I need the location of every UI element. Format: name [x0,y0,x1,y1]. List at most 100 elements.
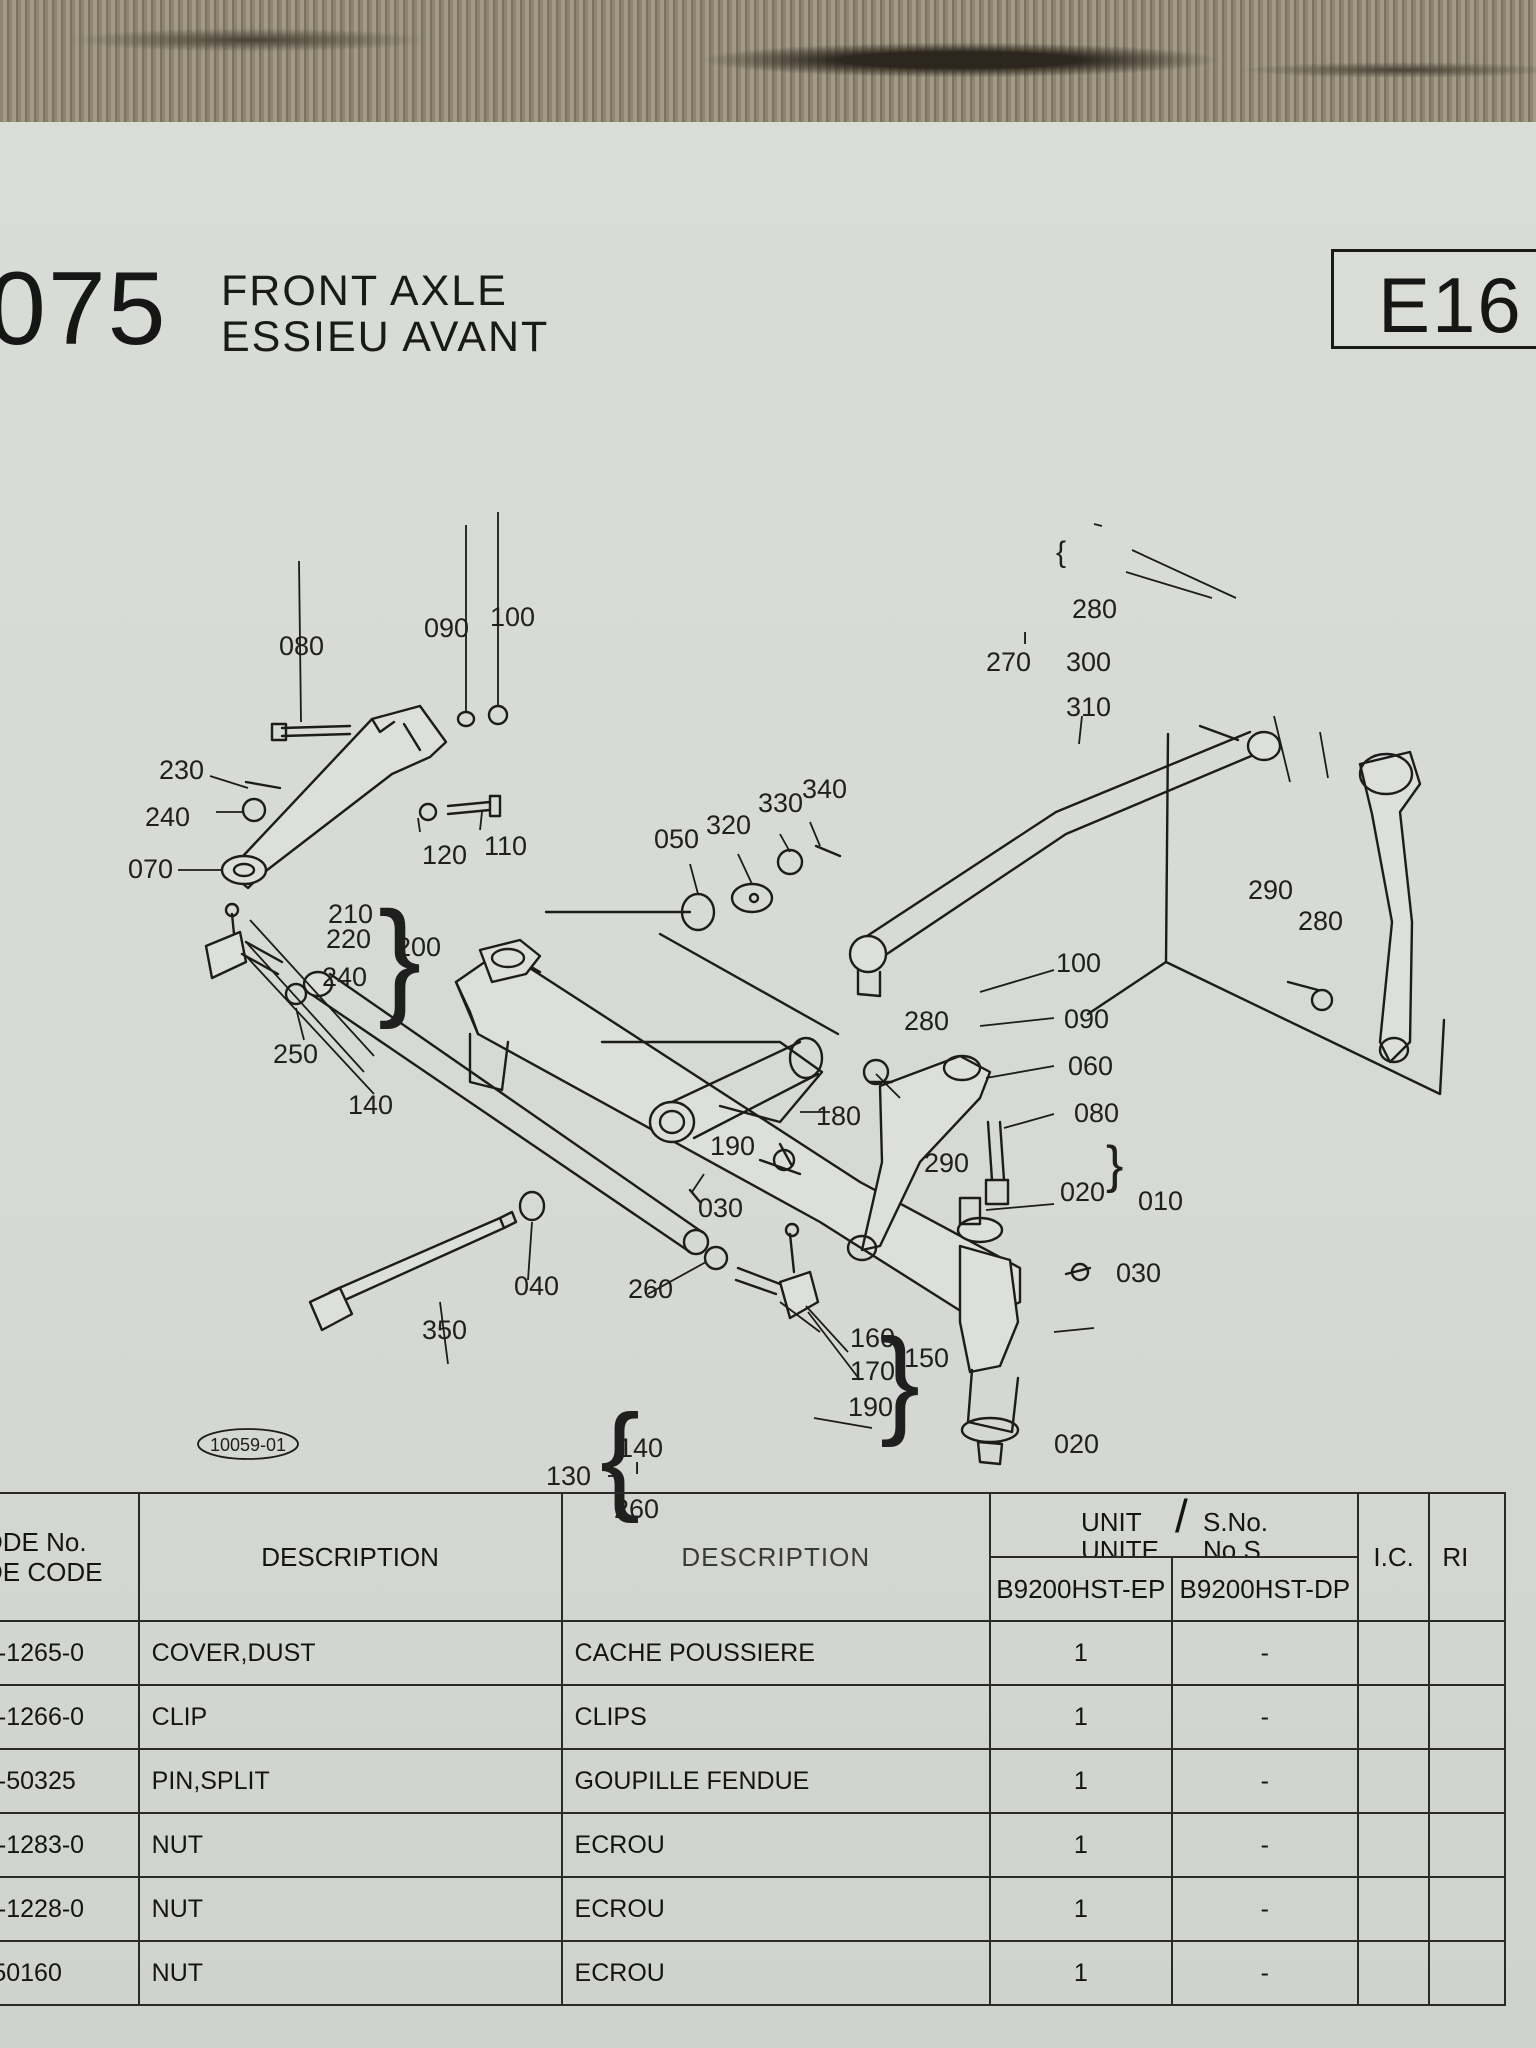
section-code-box: E16 [1331,249,1536,349]
qty-ep: 1 [988,1940,1173,2006]
callout-040: 040 [514,1271,559,1301]
table-header-row: DDE No. DE CODE DESCRIPTION DESCRIPTION … [0,1492,1506,1622]
part-code: 0-1265-0 [0,1620,140,1686]
callout-310: 310 [1066,692,1111,722]
drawing-id: 10059-01 [210,1435,286,1455]
part-description-fr: ECROU [560,1876,991,1942]
part-description-fr: ECROU [560,1940,991,2006]
callout-250: 250 [273,1039,318,1069]
callout-030: 030 [1116,1258,1161,1288]
callout-030: 030 [698,1193,743,1223]
callout-020: 020 [1054,1429,1099,1459]
catalog-page: 075 FRONT AXLE ESSIEU AVANT E16 [0,122,1536,2048]
callout-280: 280 [904,1006,949,1036]
part-description-en: NUT [137,1812,563,1878]
callout-290: 290 [1248,875,1293,905]
qty-dp: - [1170,1812,1359,1878]
svg-text:}: } [378,884,421,1030]
callout-010: 010 [1138,1186,1183,1216]
callout-240: 240 [145,802,190,832]
callout-140: 140 [618,1433,663,1463]
column-header-description-fr: DESCRIPTION [560,1492,991,1622]
leader-lines [178,512,1329,1477]
part-description-fr: GOUPILLE FENDUE [560,1748,991,1814]
qty-dp: - [1170,1684,1359,1750]
callout-130: 130 [546,1461,591,1491]
callout-300: 300 [1066,647,1111,677]
ic-cell [1356,1940,1431,2006]
column-header-description-en: DESCRIPTION [137,1492,563,1622]
table-row: 0-1266-0 CLIP CLIPS 1 - [0,1684,1506,1750]
unit-label: UNIT [1080,1507,1142,1537]
part-code: 0-1228-0 [0,1876,140,1942]
unit-header-text: UNIT UNITE [1080,1507,1159,1555]
table-row: 1-50325 PIN,SPLIT GOUPILLE FENDUE 1 - [0,1748,1506,1814]
callout-080: 080 [279,631,324,661]
callout-270: 270 [986,647,1031,677]
nos-label: No.S. [1202,1535,1269,1557]
callout-110: 110 [484,831,527,861]
parts-list-table: DDE No. DE CODE DESCRIPTION DESCRIPTION … [0,1492,1506,2006]
callout-230: 230 [159,755,204,785]
remarks-cell [1428,1812,1506,1878]
callout-260: 260 [628,1274,673,1304]
part-description-en: PIN,SPLIT [137,1748,563,1814]
callout-190: 190 [848,1392,893,1422]
qty-dp: - [1170,1940,1359,2006]
ic-cell [1356,1876,1431,1942]
part-description-fr: CLIPS [560,1684,991,1750]
part-description-en: COVER,DUST [137,1620,563,1686]
callout-280: 280 [1298,906,1343,936]
qty-dp: - [1170,1620,1359,1686]
callout-050: 050 [654,824,699,854]
qty-ep: 1 [988,1812,1173,1878]
part-code: 0-1283-0 [0,1812,140,1878]
part-description-en: NUT [137,1876,563,1942]
qty-dp: - [1170,1748,1359,1814]
callout-090: 090 [1064,1004,1109,1034]
callout-200: 200 [396,932,441,962]
table-row: 0-1228-0 NUT ECROU 1 - [0,1876,1506,1942]
part-code: 1-50325 [0,1748,140,1814]
ic-cell [1356,1812,1431,1878]
part-description-en: CLIP [137,1684,563,1750]
table-subheader-row: B9200HST-EP B9200HST-DP [0,1556,1505,1622]
remarks-cell [1428,1684,1506,1750]
column-header-remarks: RI [1428,1492,1506,1622]
exploded-parts-diagram: { } } } { 080 090 100 230 240 070 120 11… [128,512,1446,1524]
code-header-line2: DE CODE [0,1557,103,1587]
callout-330: 330 [758,788,803,818]
callout-340: 340 [802,774,847,804]
qty-ep: 1 [988,1620,1173,1686]
callout-220: 220 [326,924,371,954]
part-description-fr: CACHE POUSSIERE [560,1620,991,1686]
callout-labels: 080 090 100 230 240 070 120 110 050 320 … [128,594,1343,1524]
callout-320: 320 [706,810,751,840]
part-code: 0-1266-0 [0,1684,140,1750]
svg-text:{: { [1056,536,1066,569]
remarks-cell [1428,1876,1506,1942]
column-header-unit: UNIT UNITE / S.No. No.S. [988,1492,1359,1558]
callout-020: 020 [1060,1177,1105,1207]
unit-slash: / [1174,1493,1188,1542]
page-number: 075 [0,251,168,367]
ic-cell [1356,1684,1431,1750]
drawing-id-badge: 10059-01 [197,1428,299,1460]
callout-range-dash: ı [634,1454,640,1479]
callout-160: 160 [850,1323,895,1353]
title-french: ESSIEU AVANT [221,313,550,361]
remarks-cell [1428,1620,1506,1686]
ic-cell [1356,1620,1431,1686]
column-header-model-ep: B9200HST-EP [988,1556,1173,1622]
column-header-model-dp: B9200HST-DP [1170,1556,1359,1622]
column-header-code: DDE No. DE CODE [0,1492,140,1622]
sno-label: S.No. [1202,1507,1269,1537]
callout-350: 350 [422,1315,467,1345]
code-header-line1: DDE No. [0,1527,87,1557]
table-row: 0-1265-0 COVER,DUST CACHE POUSSIERE 1 - [0,1620,1506,1686]
callout-070: 070 [128,854,173,884]
title-english: FRONT AXLE [221,267,508,315]
qty-dp: - [1170,1876,1359,1942]
